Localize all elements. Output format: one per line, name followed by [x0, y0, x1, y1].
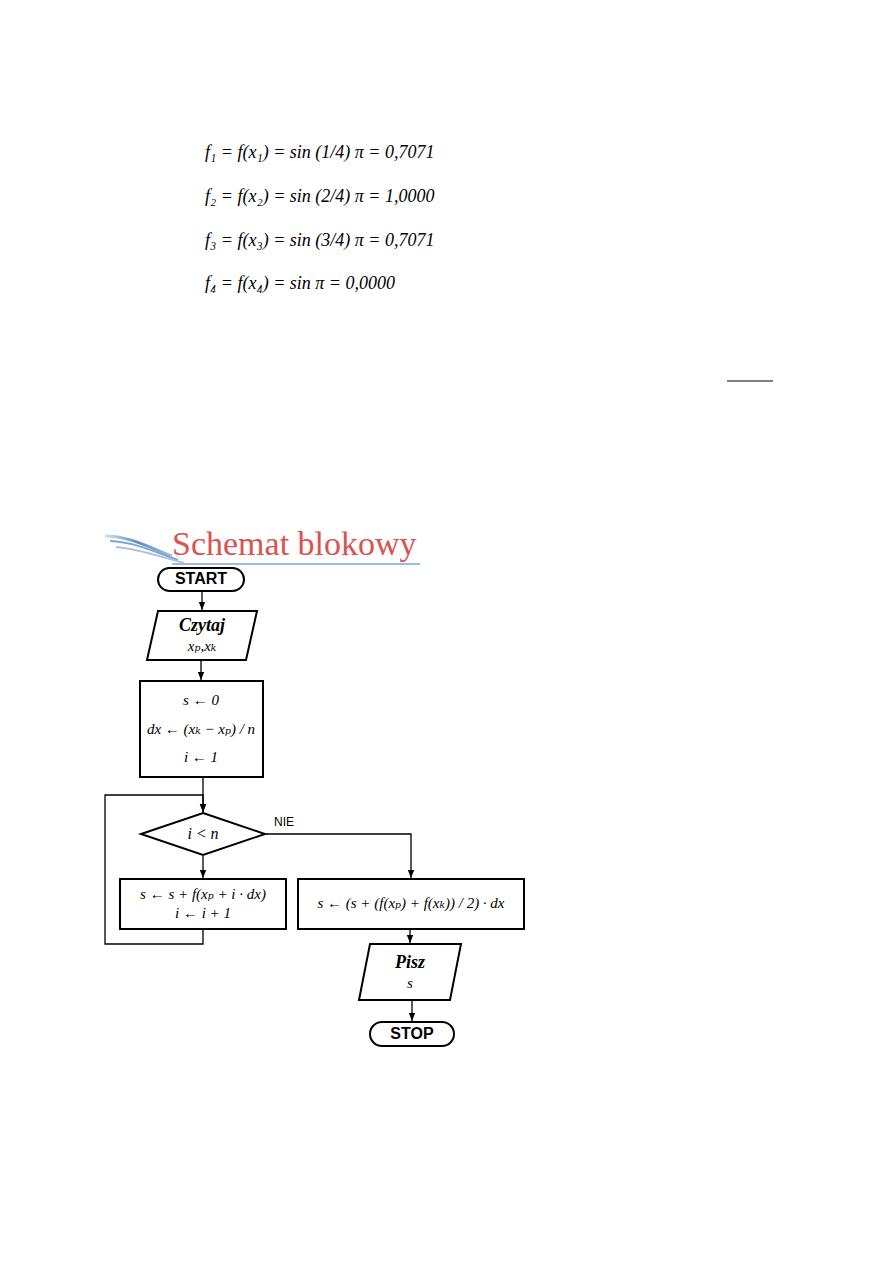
output-parallelogram: Piszs	[358, 943, 462, 1001]
process-box: s ← s + f(xₚ + i · dx)i ← i + 1	[119, 878, 287, 930]
node-text: xₚ,xₖ	[188, 637, 217, 657]
node-text: START	[175, 569, 227, 590]
shape-outline	[147, 611, 257, 660]
shape-outline	[359, 944, 461, 1000]
flow-arrow	[409, 930, 410, 943]
underline-mark	[727, 381, 773, 382]
node-text: i ← 1	[184, 743, 218, 772]
node-text: i ← i + 1	[175, 904, 231, 924]
node-content: s ← s + f(xₚ + i · dx)i ← i + 1	[140, 885, 266, 924]
node-content: Piszs	[395, 951, 425, 994]
node-content: Czytajxₚ,xₖ	[179, 614, 225, 657]
flow-arrow	[202, 856, 203, 878]
diagram-title: Schemat blokowy	[172, 525, 417, 563]
title-swoosh	[110, 541, 178, 560]
shape-outline	[141, 813, 265, 855]
title-rule	[172, 563, 420, 565]
start-terminal: START	[157, 567, 245, 592]
node-text: s ← (s + (f(xₚ) + f(xₖ)) / 2) · dx	[317, 894, 504, 914]
stop-terminal: STOP	[369, 1021, 455, 1047]
node-content: STOP	[390, 1024, 433, 1045]
node-text: i < n	[187, 824, 218, 845]
node-text: STOP	[390, 1024, 433, 1045]
node-content: s ← 0dx ← (xₖ − xₚ) / ni ← 1	[147, 686, 255, 772]
node-text: s	[407, 974, 413, 994]
process-box: s ← 0dx ← (xₖ − xₚ) / ni ← 1	[139, 680, 264, 778]
process-box: s ← (s + (f(xₚ) + f(xₖ)) / 2) · dx	[297, 878, 525, 930]
node-text: dx ← (xₖ − xₚ) / n	[147, 715, 255, 744]
node-text: s ← s + f(xₚ + i · dx)	[140, 885, 266, 905]
formula-line: f₂ = f(x₂) = sin (2/4) π = 1,0000	[205, 186, 434, 207]
node-text: s ← 0	[183, 686, 219, 715]
flow-arrow	[200, 661, 201, 680]
node-text: Pisz	[395, 951, 425, 974]
flow-arrow	[266, 834, 411, 878]
flow-arrow	[411, 1001, 412, 1021]
flow-arrow	[201, 592, 202, 610]
node-content: s ← (s + (f(xₚ) + f(xₖ)) / 2) · dx	[317, 894, 504, 914]
decision-diamond: i < n	[140, 812, 266, 856]
node-content: START	[175, 569, 227, 590]
node-text: Czytaj	[179, 614, 225, 637]
edge-label: NIE	[272, 815, 296, 829]
formula-line: f₁ = f(x₁) = sin (1/4) π = 0,7071	[205, 142, 434, 163]
node-content: i < n	[187, 824, 218, 845]
formula-line: f₄ = f(x₄) = sin π = 0,0000	[205, 273, 395, 294]
input-parallelogram: Czytajxₚ,xₖ	[146, 610, 258, 661]
formula-line: f₃ = f(x₃) = sin (3/4) π = 0,7071	[205, 230, 434, 251]
